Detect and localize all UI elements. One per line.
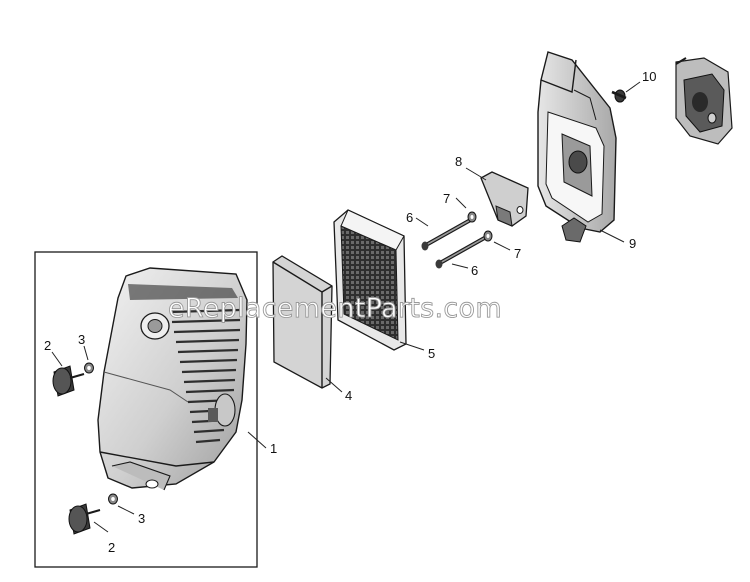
callout-6-lower: 6 <box>471 263 478 278</box>
bolt-washer-lower <box>483 230 493 242</box>
cover-knob-upper <box>52 365 85 397</box>
air-cleaner-base <box>537 51 617 243</box>
callout-7-upper: 7 <box>443 191 450 206</box>
callout-2-lower: 2 <box>108 540 115 555</box>
bolt-upper <box>421 216 475 251</box>
watermark: eReplacementParts.com <box>168 293 502 324</box>
callout-5: 5 <box>428 346 435 361</box>
air-filter-element <box>333 209 407 351</box>
callout-8: 8 <box>455 154 462 169</box>
filter-bracket <box>480 171 529 227</box>
leader-lines <box>51 81 641 533</box>
callout-4: 4 <box>345 388 352 403</box>
pre-filter-foam <box>272 255 333 389</box>
washer-upper <box>84 362 94 374</box>
callout-10: 10 <box>642 69 656 84</box>
callout-labels: 1 2 2 3 3 4 5 6 6 7 7 8 9 10 <box>44 69 656 555</box>
callout-3-lower: 3 <box>138 511 145 526</box>
mounting-screw <box>611 89 627 103</box>
carburetor-assembly <box>675 57 733 145</box>
callout-2-upper: 2 <box>44 338 51 353</box>
callout-9: 9 <box>629 236 636 251</box>
part-group-frame <box>34 251 258 568</box>
bolt-lower <box>435 234 489 269</box>
cover-knob-lower <box>68 503 101 535</box>
callout-3-upper: 3 <box>78 332 85 347</box>
bolt-washer-upper <box>467 211 477 223</box>
callout-1: 1 <box>270 441 277 456</box>
callout-6-upper: 6 <box>406 210 413 225</box>
washer-lower <box>108 493 118 505</box>
callout-7-lower: 7 <box>514 246 521 261</box>
air-cleaner-cover <box>97 267 248 491</box>
